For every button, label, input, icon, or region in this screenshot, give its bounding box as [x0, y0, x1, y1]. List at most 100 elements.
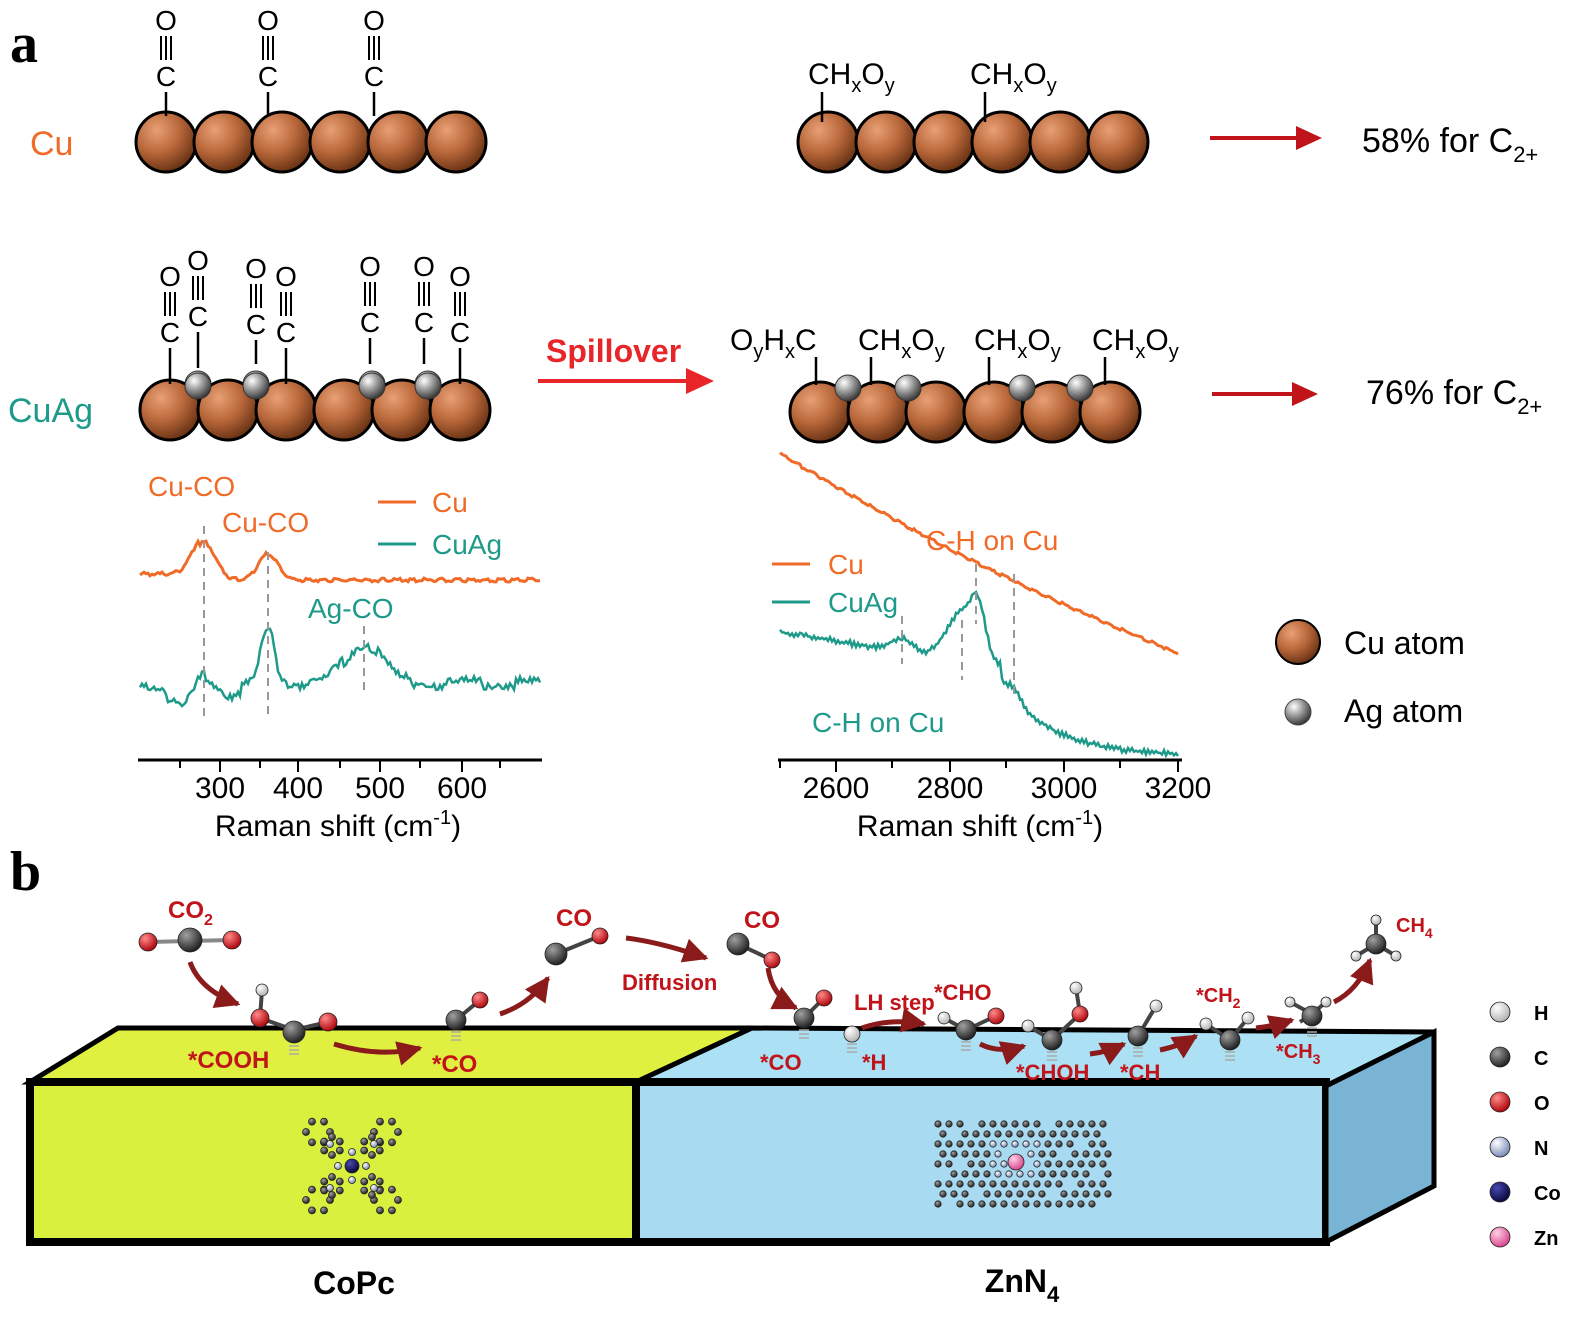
c-atom: [1055, 1160, 1063, 1168]
legend-text-cuag-right: CuAg: [828, 587, 898, 618]
c-atom: [1011, 1120, 1019, 1128]
c-atom: [1093, 1190, 1101, 1198]
cuag-spectrum-line-right: [779, 590, 1180, 759]
c-atom: [978, 1200, 986, 1208]
tick-label-2600: 2600: [803, 772, 870, 805]
c-atom: [1104, 1150, 1112, 1158]
c-atom: [989, 1120, 997, 1128]
cho-label: *CHO: [934, 980, 991, 1005]
h-atom: [1390, 950, 1402, 962]
row2-arrow-head: [1292, 382, 1318, 406]
svg-text:CHxOy: CHxOy: [974, 324, 1061, 363]
c-atom: [328, 1191, 336, 1199]
c-atom: [1066, 1120, 1074, 1128]
c-atom: [1044, 1180, 1052, 1188]
c-letter: C: [414, 307, 434, 338]
c-atom: [939, 1150, 947, 1158]
n-atom: [370, 1140, 378, 1148]
cu-atom: [1078, 380, 1142, 444]
cu-atom-legend-text: Cu atom: [1344, 625, 1465, 661]
tick-label-3200: 3200: [1145, 772, 1212, 805]
element-legend-label: N: [1534, 1138, 1548, 1160]
panel-b-labels: CO2 CO Diffusion CO *COOH *CO *CO *H LH …: [168, 897, 1433, 1085]
c-atom: [360, 1137, 369, 1146]
c-atom: [335, 1137, 344, 1146]
spectrum-right: C-H on Cu C-H on Cu Cu CuAg 2600 2800 30…: [772, 451, 1212, 843]
c-atom: [994, 1130, 1002, 1138]
svg-text:CHxOy: CHxOy: [808, 58, 895, 97]
lh-step-label: LH step: [854, 990, 935, 1015]
h-atom: [1069, 981, 1083, 995]
c-atom: [956, 1200, 964, 1208]
o-letter: O: [449, 261, 471, 292]
c-atom: [394, 1128, 402, 1136]
c-atom: [978, 1160, 986, 1168]
c-atom: [1022, 1180, 1030, 1188]
c-atom: [308, 1185, 316, 1194]
copc-top-face: [21, 1025, 754, 1085]
c-atom: [726, 932, 750, 956]
o-atom: [471, 991, 489, 1009]
c-atom: [308, 1138, 316, 1147]
c-atom: [950, 1150, 958, 1158]
element-legend-label: Co: [1534, 1183, 1561, 1205]
tick-label-300: 300: [195, 772, 245, 805]
c-atom: [360, 1186, 369, 1195]
o-legend-icon: [1489, 1091, 1511, 1113]
c-atom: [544, 942, 568, 966]
c-atom: [1219, 1029, 1241, 1051]
znn4-label: ZnN4: [985, 1263, 1060, 1307]
peak-label-ag-co: Ag-CO: [308, 593, 394, 624]
c-atom: [1060, 1130, 1068, 1138]
c-atom: [1041, 1029, 1063, 1051]
c-atom: [1022, 1120, 1030, 1128]
c-atom: [1060, 1170, 1068, 1178]
c-atom: [320, 1117, 328, 1126]
c-atom: [961, 1190, 969, 1198]
cu-atom: [192, 110, 256, 174]
c-letter: C: [450, 317, 470, 348]
tick-label-500: 500: [355, 772, 405, 805]
o-letter: O: [187, 245, 209, 276]
c-atom: [375, 1177, 384, 1186]
n-atom: [1000, 1140, 1008, 1148]
o-atom: [815, 989, 833, 1007]
c-atom: [1027, 1130, 1035, 1138]
cooh-label: *COOH: [188, 1047, 269, 1074]
spectrum-left: Cu-CO Cu-CO Ag-CO Cu CuAg 300 400 500 60…: [138, 471, 542, 843]
c-atom: [1301, 1005, 1323, 1027]
c-atom: [983, 1190, 991, 1198]
c-atom: [934, 1180, 942, 1188]
c-atom: [961, 1170, 969, 1178]
tick-label-2800: 2800: [917, 772, 984, 805]
tick-label-3000: 3000: [1031, 772, 1098, 805]
copc-molecule: [302, 1117, 402, 1215]
element-legend-label: Zn: [1534, 1228, 1558, 1250]
c-atom: [388, 1206, 396, 1215]
c-atom: [1049, 1150, 1057, 1158]
c-atom: [1099, 1180, 1107, 1188]
c-atom: [1049, 1170, 1057, 1178]
row2-label: CuAg: [8, 392, 93, 430]
c-atom: [983, 1150, 991, 1158]
c-atom: [388, 1138, 396, 1147]
element-legend-label: H: [1534, 1003, 1548, 1025]
c-atom: [1071, 1190, 1079, 1198]
c-atom: [1082, 1130, 1090, 1138]
ag-atom: [894, 374, 922, 402]
o-letter: O: [159, 261, 181, 292]
c-atom: [1038, 1130, 1046, 1138]
c-atom: [1077, 1120, 1085, 1128]
svg-text:CHxOy: CHxOy: [970, 58, 1057, 97]
svg-text:CHxOy: CHxOy: [1092, 324, 1179, 363]
ch-label: *CH: [1120, 1060, 1160, 1085]
row1-arrow-head: [1296, 126, 1322, 150]
n-atom: [1033, 1140, 1041, 1148]
c-atom: [989, 1180, 997, 1188]
n-atom: [994, 1170, 1002, 1178]
cuag-surface-row2-product: [788, 374, 1142, 444]
peak-label-ch-cu-bottom: C-H on Cu: [812, 707, 944, 738]
c-atom: [1082, 1190, 1090, 1198]
c-atom: [950, 1190, 958, 1198]
